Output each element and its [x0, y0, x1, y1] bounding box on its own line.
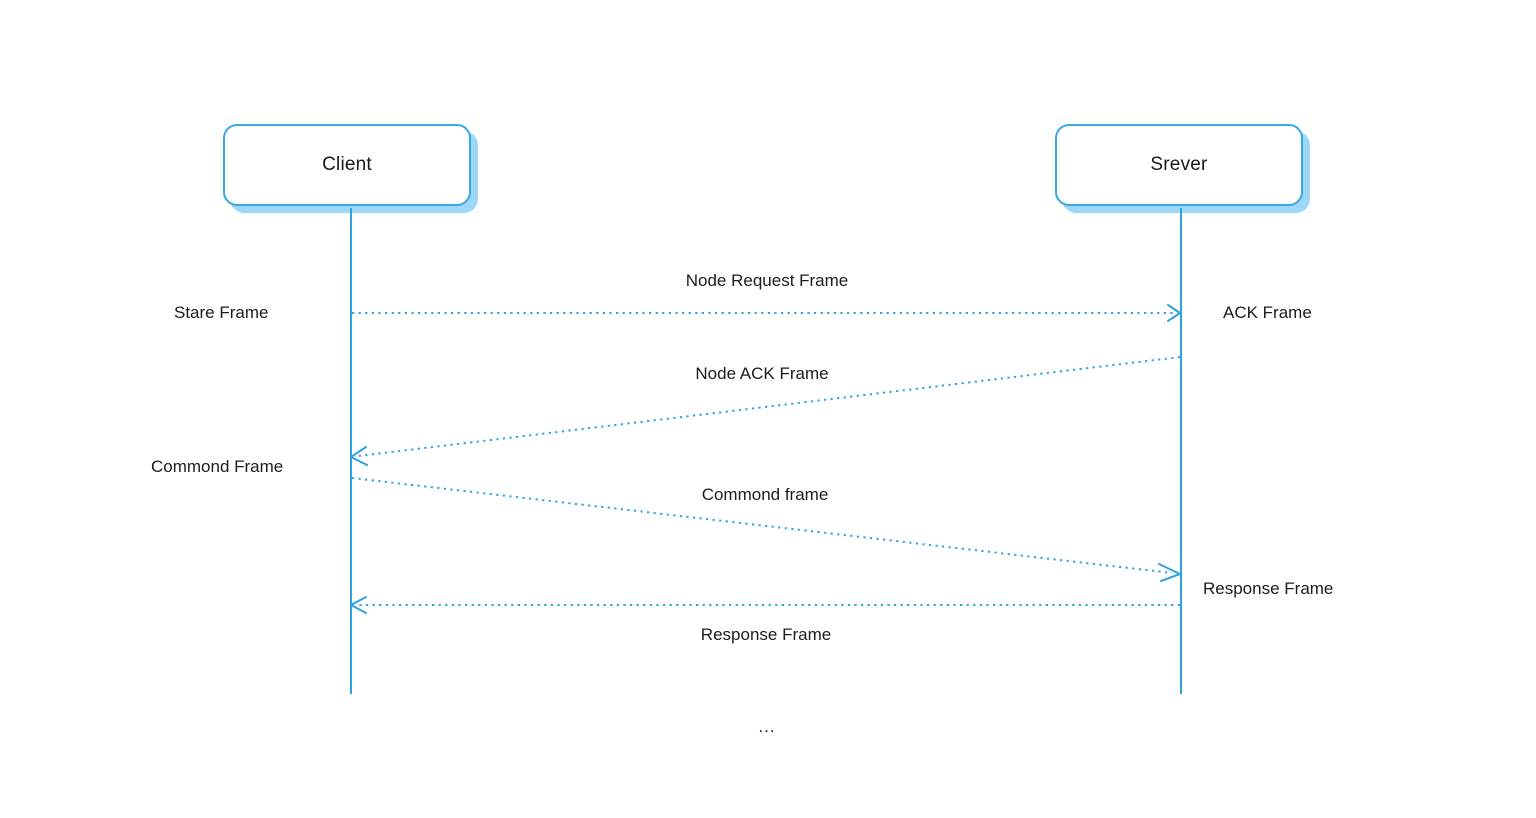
- message-label-node-ack-frame: Node ACK Frame: [695, 364, 829, 383]
- message-arrow-response-frame[interactable]: [350, 596, 1180, 614]
- participant-client-label: Client: [322, 154, 372, 175]
- message-arrow-commond-frame[interactable]: [351, 477, 1181, 582]
- lifeline-server: [1180, 208, 1182, 694]
- message-label-commond-frame: Commond frame: [701, 485, 829, 504]
- annotation-stare-frame: Stare Frame: [174, 303, 269, 322]
- message-arrow-node-request-frame[interactable]: [352, 304, 1181, 322]
- message-label-node-request-frame: Node Request Frame: [685, 271, 849, 290]
- lifeline-client: [350, 208, 352, 694]
- participant-server[interactable]: Srever: [1055, 124, 1310, 213]
- participant-client-box: Client: [223, 124, 471, 206]
- message-label-response-frame: Response Frame: [700, 625, 832, 644]
- annotation-commond-frame-left: Commond Frame: [151, 457, 284, 476]
- participant-server-label: Srever: [1150, 154, 1208, 175]
- participant-client[interactable]: Client: [223, 124, 478, 213]
- annotation-ack-frame: ACK Frame: [1223, 303, 1312, 322]
- participant-server-box: Srever: [1055, 124, 1303, 206]
- continuation-ellipsis: ...: [758, 717, 776, 736]
- message-arrow-node-ack-frame[interactable]: [350, 356, 1181, 466]
- annotation-response-frame-right: Response Frame: [1203, 579, 1334, 598]
